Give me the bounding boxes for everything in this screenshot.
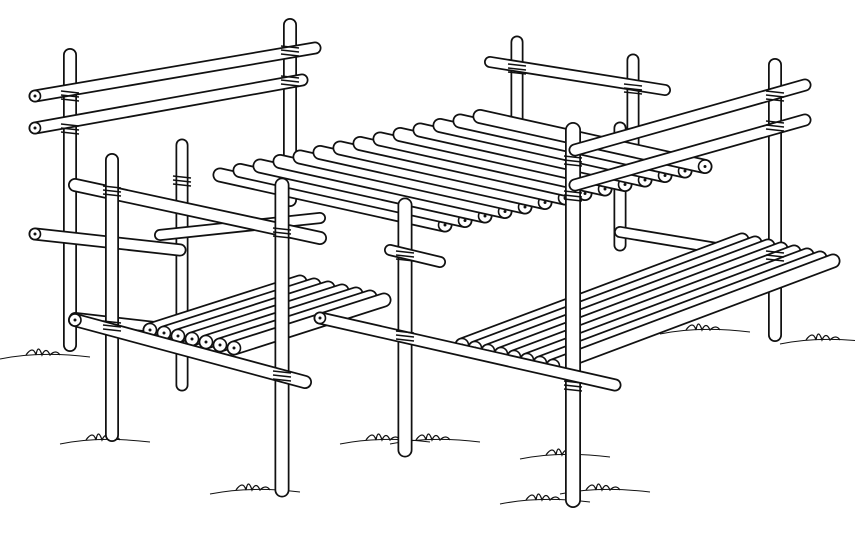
right-top-rail (568, 113, 812, 192)
rope-lashing (280, 75, 300, 87)
grass-tuft (779, 333, 855, 345)
rope-lashing (272, 370, 292, 382)
top-left-rail (28, 41, 322, 103)
rope-lashing (60, 90, 80, 102)
rope-lashing (623, 83, 643, 95)
rope-lashing (272, 227, 292, 239)
rope-lashing (563, 380, 583, 392)
rope-lashing (172, 175, 192, 187)
top-left-rail (28, 73, 309, 135)
rope-lashing (280, 45, 300, 57)
deck-logs-layer (142, 109, 841, 374)
grass-tuft (59, 433, 151, 445)
right-top-rail (568, 78, 812, 157)
ground-layer (0, 323, 855, 505)
middle-upper-rail (384, 244, 446, 268)
rope-lashing (507, 63, 527, 75)
front-right-low-rail (313, 311, 622, 392)
rope-lashing (563, 190, 583, 202)
grass-tuft (659, 323, 751, 335)
rope-lashing (765, 120, 785, 132)
rope-lashing (102, 320, 122, 332)
rope-lashing (395, 330, 415, 342)
grass-tuft (209, 483, 301, 495)
rope-lashing (765, 250, 785, 262)
grass-tuft (0, 348, 91, 360)
rope-lashing (563, 155, 583, 167)
rope-lashing (102, 185, 122, 197)
lower-left-log (226, 292, 392, 356)
grass-tuft (339, 433, 431, 445)
rope-lashing (765, 90, 785, 102)
rope-lashing (395, 250, 415, 262)
rope-lashing (60, 123, 80, 135)
front-poles-layer (60, 45, 812, 508)
